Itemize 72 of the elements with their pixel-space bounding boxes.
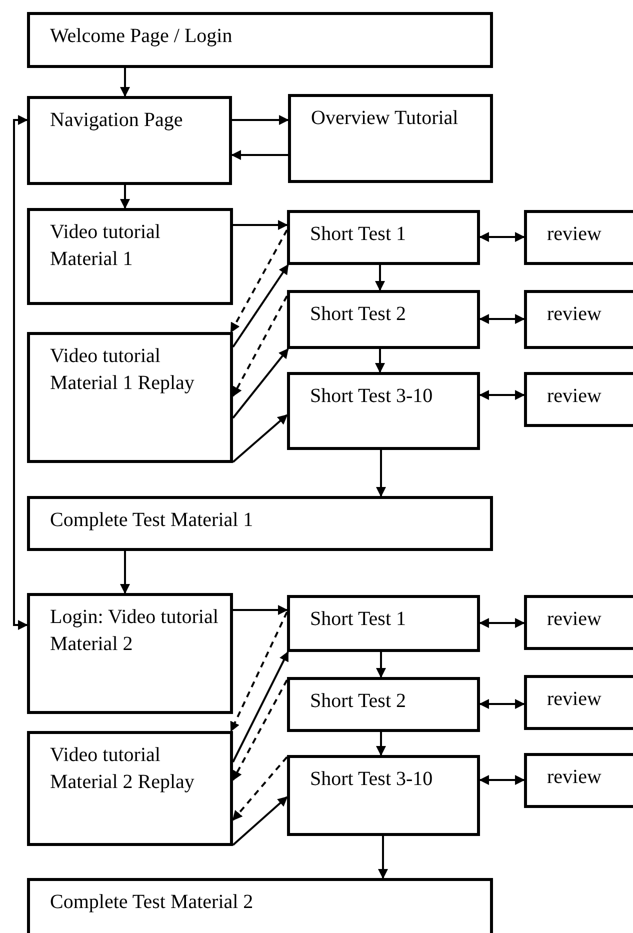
box-label: review <box>547 687 602 712</box>
flow-box <box>27 878 493 933</box>
box-label: Short Test 2 <box>310 689 408 714</box>
arrow <box>233 605 288 615</box>
arrow <box>479 775 525 785</box>
flow-box <box>524 372 633 427</box>
arrow <box>479 390 525 400</box>
arrow <box>120 68 130 97</box>
box-label: Short Test 1 <box>310 607 408 632</box>
box-label: Video tutorial Material 1 Replay <box>50 344 196 396</box>
flow-box <box>27 731 233 846</box>
flow-box <box>288 94 493 183</box>
flow-box <box>27 496 493 551</box>
box-label: review <box>547 607 602 632</box>
flow-box <box>27 12 493 68</box>
arrow <box>375 349 385 373</box>
box-label: Complete Test Material 1 <box>50 508 254 533</box>
flow-box <box>287 595 480 652</box>
flow-box <box>287 290 480 349</box>
arrow <box>232 264 289 348</box>
arrow <box>13 115 28 630</box>
arrow <box>376 652 386 678</box>
box-label: review <box>547 302 602 327</box>
arrow <box>232 651 289 762</box>
arrow <box>376 450 386 497</box>
flow-box <box>287 210 480 265</box>
box-label: Login: Video tutorial Material 2 <box>50 605 220 657</box>
flow-box <box>524 210 633 265</box>
arrow <box>232 756 288 821</box>
flow-box <box>524 753 633 808</box>
flow-box <box>27 593 233 714</box>
arrow <box>376 732 386 756</box>
flow-box <box>27 96 232 185</box>
box-label: Overview Tutorial <box>311 106 460 131</box>
arrow <box>120 185 130 209</box>
box-label: Welcome Page / Login <box>50 24 234 49</box>
box-label: Short Test 1 <box>310 222 408 247</box>
arrow <box>232 348 289 419</box>
flow-box <box>287 372 480 450</box>
box-label: Complete Test Material 2 <box>50 890 254 915</box>
box-label: review <box>547 384 602 409</box>
arrow <box>479 314 525 324</box>
arrow <box>232 796 288 846</box>
flow-box <box>524 595 633 650</box>
box-label: Short Test 2 <box>310 302 408 327</box>
arrow <box>479 232 525 242</box>
flow-box <box>287 755 480 836</box>
flow-box <box>524 675 633 730</box>
arrow <box>120 551 130 594</box>
arrow <box>232 414 288 463</box>
box-label: review <box>547 222 602 247</box>
arrow <box>230 230 288 333</box>
box-label: Navigation Page <box>50 108 184 133</box>
box-label: review <box>547 765 602 790</box>
flow-box <box>27 332 233 463</box>
arrow <box>378 836 388 879</box>
box-label: Short Test 3-10 <box>310 767 434 792</box>
arrow <box>232 115 289 125</box>
arrow <box>375 265 385 291</box>
flow-box <box>27 208 233 305</box>
box-label: Short Test 3-10 <box>310 384 434 409</box>
flow-box <box>524 290 633 349</box>
box-label: Video tutorial Material 1 <box>50 220 162 272</box>
arrow <box>230 612 288 732</box>
arrow <box>231 150 288 160</box>
arrow <box>479 618 525 628</box>
arrow <box>232 680 288 781</box>
arrow <box>233 220 288 230</box>
arrow <box>232 296 288 397</box>
box-label: Video tutorial Material 2 Replay <box>50 743 196 795</box>
arrow <box>479 699 525 709</box>
flow-box <box>287 677 480 732</box>
